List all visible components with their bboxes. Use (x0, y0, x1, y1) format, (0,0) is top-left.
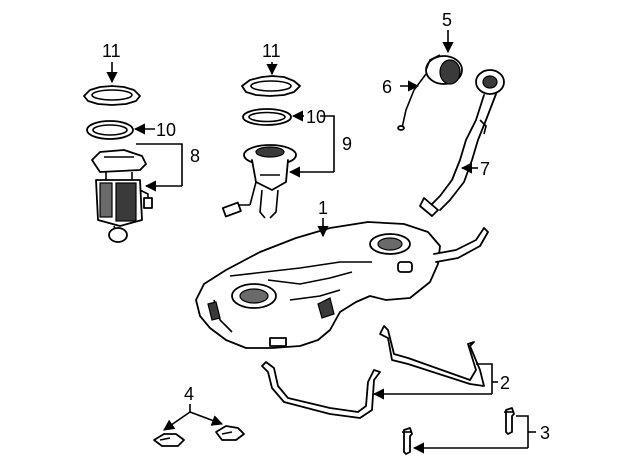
callout-4: 4 (184, 384, 194, 404)
callout-3: 3 (540, 423, 550, 443)
callout-7: 7 (480, 159, 490, 179)
callout-10-center: 10 (306, 107, 326, 127)
callout-10-left: 10 (156, 120, 176, 140)
part-9-fuel-level-sender (221, 144, 297, 219)
part-1-fuel-tank (195, 221, 489, 349)
part-7-filler-pipe (419, 69, 505, 217)
callout-2: 2 (500, 373, 510, 393)
part-2-tank-straps (261, 325, 485, 419)
part-10-seal-left (86, 120, 134, 140)
callout-9: 9 (342, 134, 352, 154)
part-5-fuel-filler-cap (425, 54, 463, 85)
callout-8: 8 (190, 146, 200, 166)
callout-1: 1 (318, 198, 328, 218)
callout-labels: 11 10 8 11 10 9 5 6 7 1 2 3 4 (102, 10, 550, 443)
part-10-seal-center (242, 108, 292, 126)
callout-6: 6 (382, 77, 392, 97)
callout-11-left: 11 (102, 41, 121, 61)
part-11-lock-ring-center (241, 75, 301, 97)
callout-11-center: 11 (262, 41, 281, 61)
callout-5: 5 (442, 10, 452, 30)
part-6-tether (397, 73, 427, 131)
part-4-heat-shields (153, 425, 245, 447)
leader-lines (106, 30, 536, 454)
part-3-bolts (402, 407, 515, 455)
part-11-lock-ring-left (83, 85, 141, 106)
part-8-fuel-pump-module (91, 149, 153, 243)
